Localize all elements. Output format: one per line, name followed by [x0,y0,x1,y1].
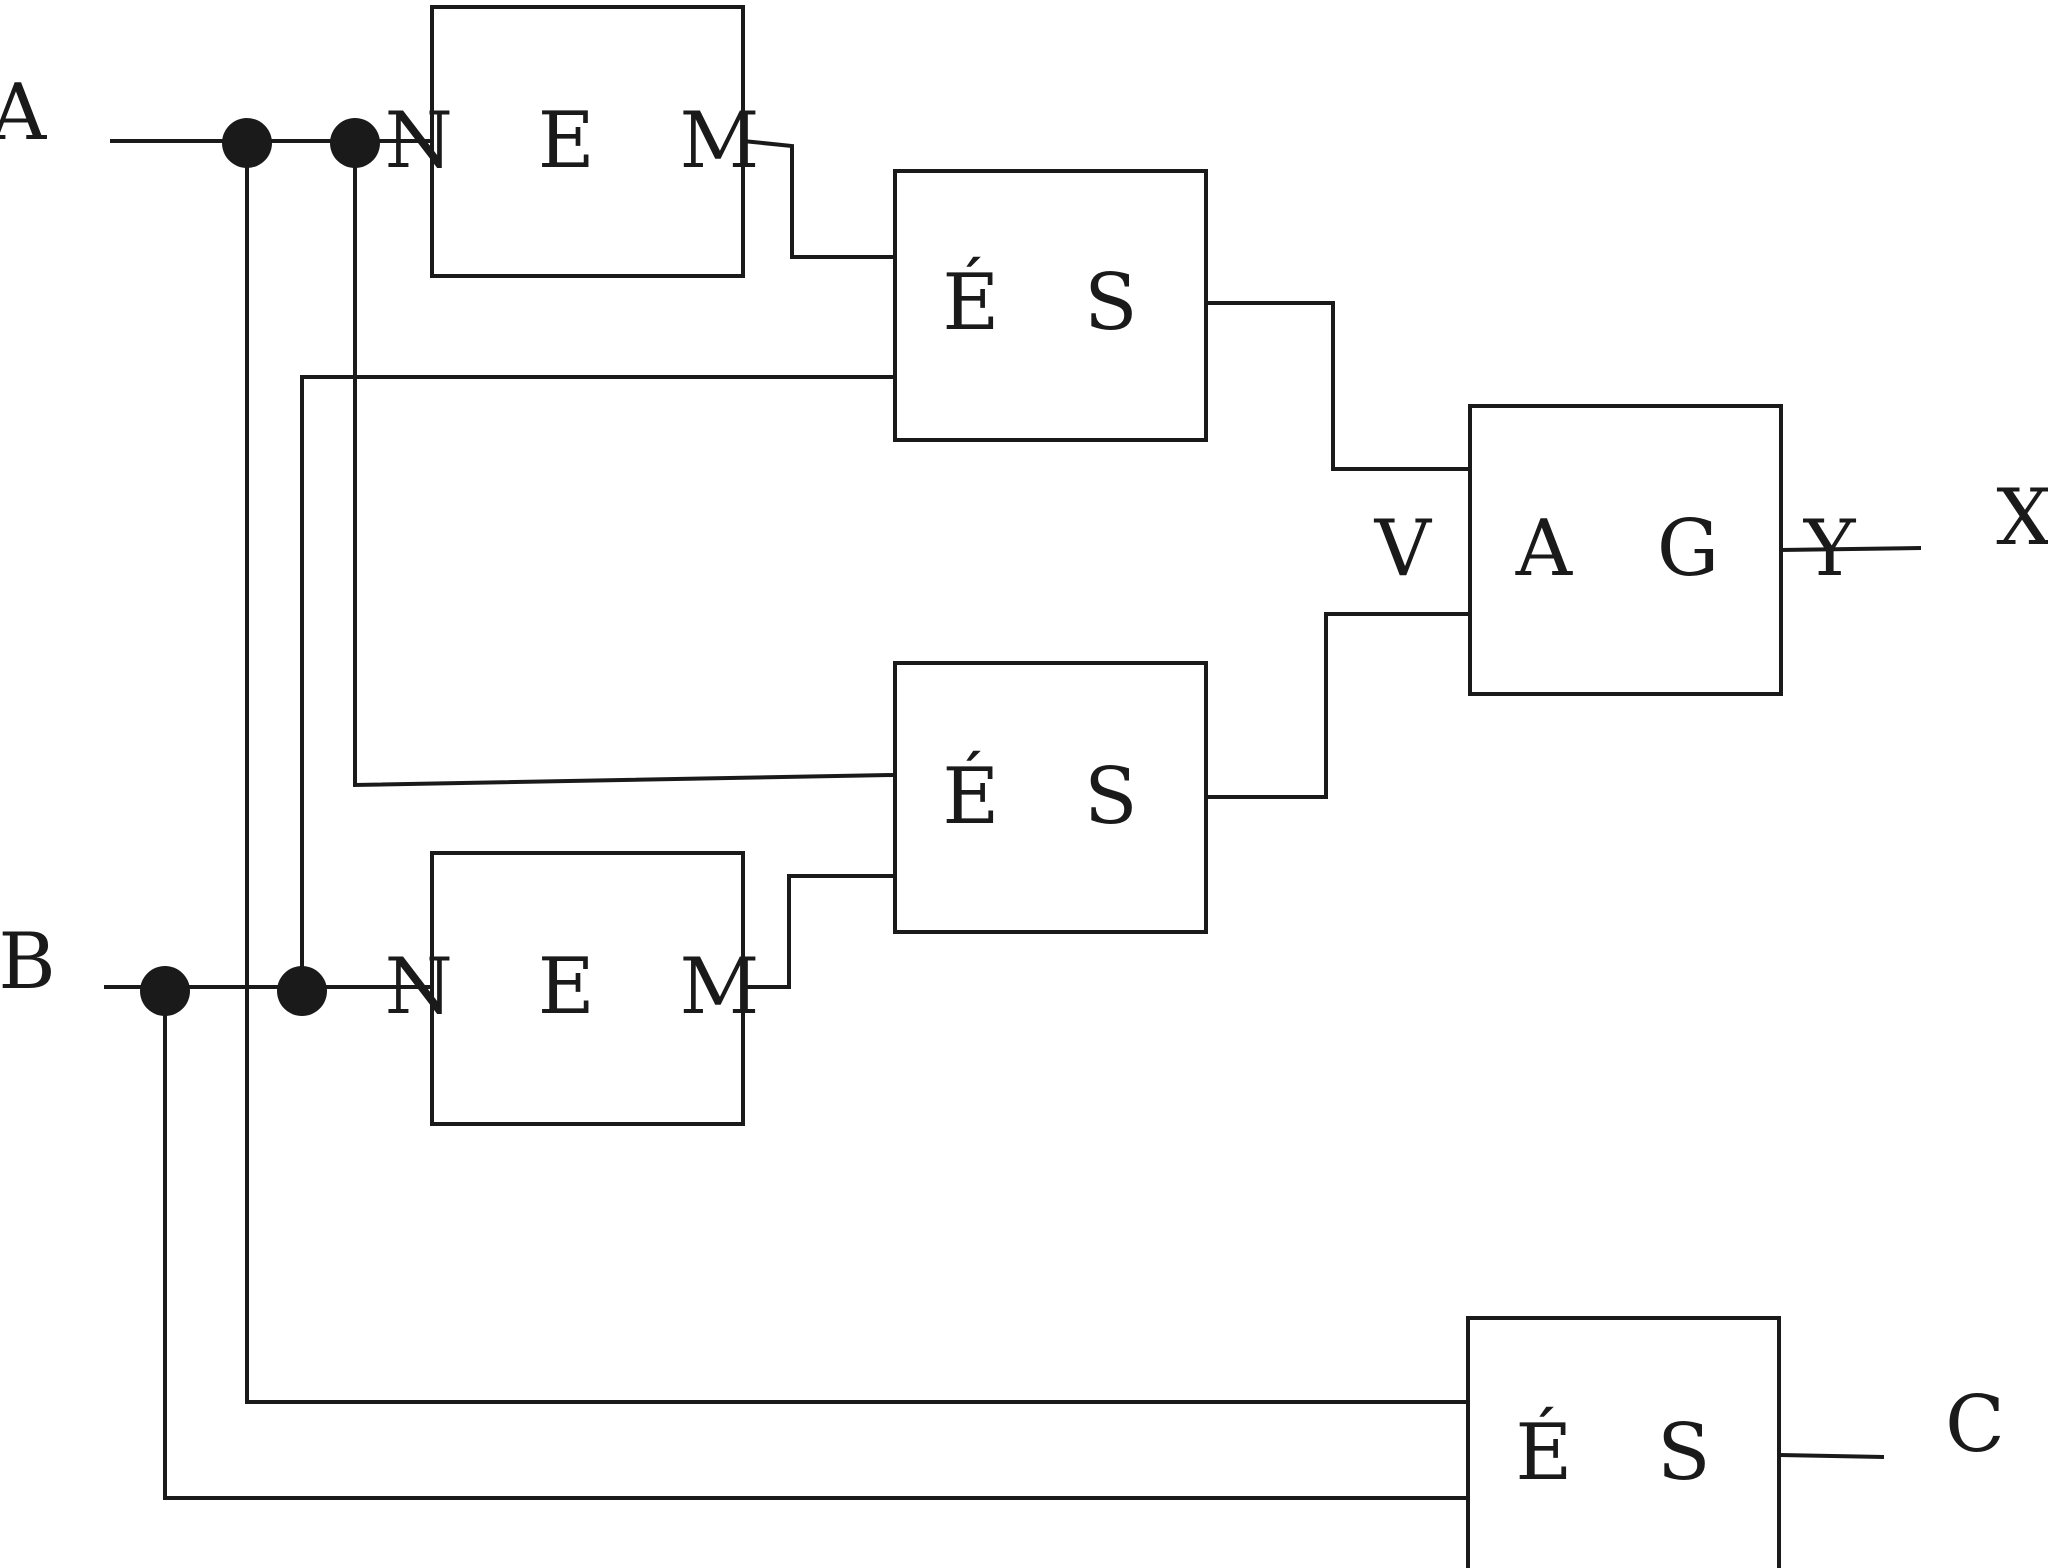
wire-lower-and-to-or [1206,612,1468,799]
wire-upper-and-to-or [1206,301,1468,471]
gate-and-top-label: É S [942,256,1167,348]
gate-or [1468,404,1783,696]
wire-a-to-bottom-and [245,141,1468,1404]
output-label-x: X [1996,473,2048,563]
wire-not-a-to-upper-and [742,139,893,259]
gate-not-b [430,851,745,1126]
gate-not-a-label: N E M [385,96,790,186]
wire-b-to-bottom-and [163,987,1468,1500]
wire-a-to-lower-and [353,141,894,788]
input-label-a: A [0,68,48,158]
gate-not-b-label: N E M [385,942,790,1032]
gate-or-label: V A G Y [1374,504,1886,594]
wire-or-to-x [1779,546,1922,552]
junction-dot [277,966,327,1016]
gate-and-top [893,169,1208,442]
junction-dot [140,966,190,1016]
wire-not-b-to-lower-and [743,874,893,989]
input-label-b: B [0,917,56,1007]
gate-and-mid-label: É S [942,750,1167,842]
gate-and-mid [893,661,1208,934]
junction-dot [222,118,272,168]
gate-and-bottom-label: É S [1515,1406,1740,1498]
wire-bottom-and-to-c [1779,1453,1885,1459]
wire-b-to-upper-and [300,375,893,987]
junction-dot [330,118,380,168]
output-label-c: C [1945,1380,2005,1470]
gate-and-bottom [1466,1316,1781,1568]
gate-not-a [430,5,745,278]
